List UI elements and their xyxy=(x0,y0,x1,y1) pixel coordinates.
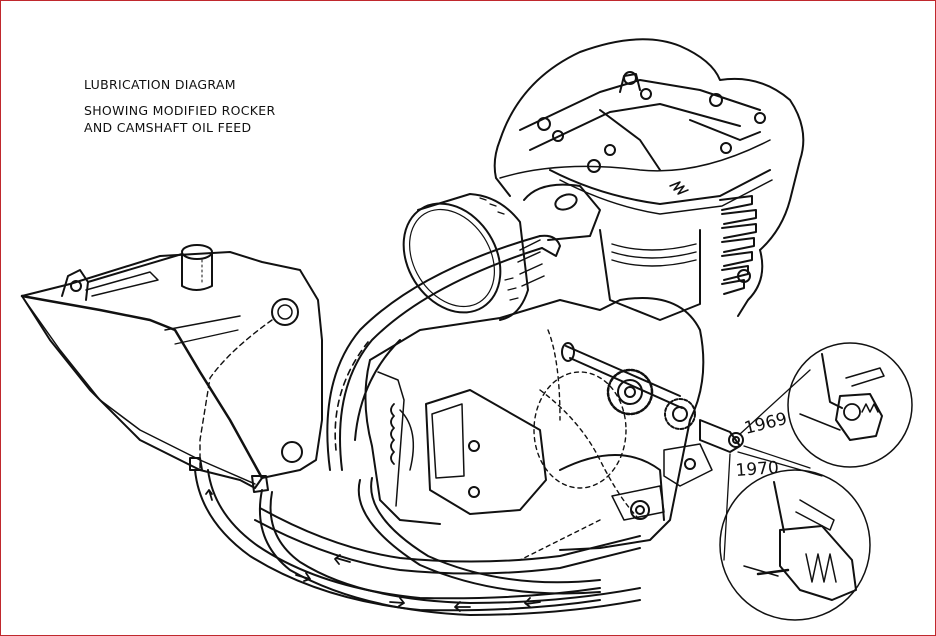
air-filter xyxy=(402,193,529,321)
crankcase xyxy=(364,297,705,561)
diagram-caption: LUBRICATION DIAGRAM SHOWING MODIFIED ROC… xyxy=(84,76,275,136)
callout-1969: 1969 xyxy=(742,342,913,468)
diagram-subtitle-line-1: SHOWING MODIFIED ROCKER xyxy=(84,103,276,118)
callout-label-1970: 1970 xyxy=(735,458,780,481)
diagram-subtitle-line-2: AND CAMSHAFT OIL FEED xyxy=(84,120,252,135)
timing-gears xyxy=(561,342,744,487)
diagram-title: LUBRICATION DIAGRAM xyxy=(84,77,236,92)
cylinder-head-rocker-box xyxy=(493,38,805,251)
detail-callouts: 1969 1970 xyxy=(719,342,913,621)
oil-feed-lines xyxy=(326,234,601,595)
cylinder-barrel xyxy=(517,183,764,321)
callout-1970: 1970 xyxy=(719,458,871,621)
oil-tank xyxy=(20,244,323,493)
callout-label-1969: 1969 xyxy=(742,409,789,439)
